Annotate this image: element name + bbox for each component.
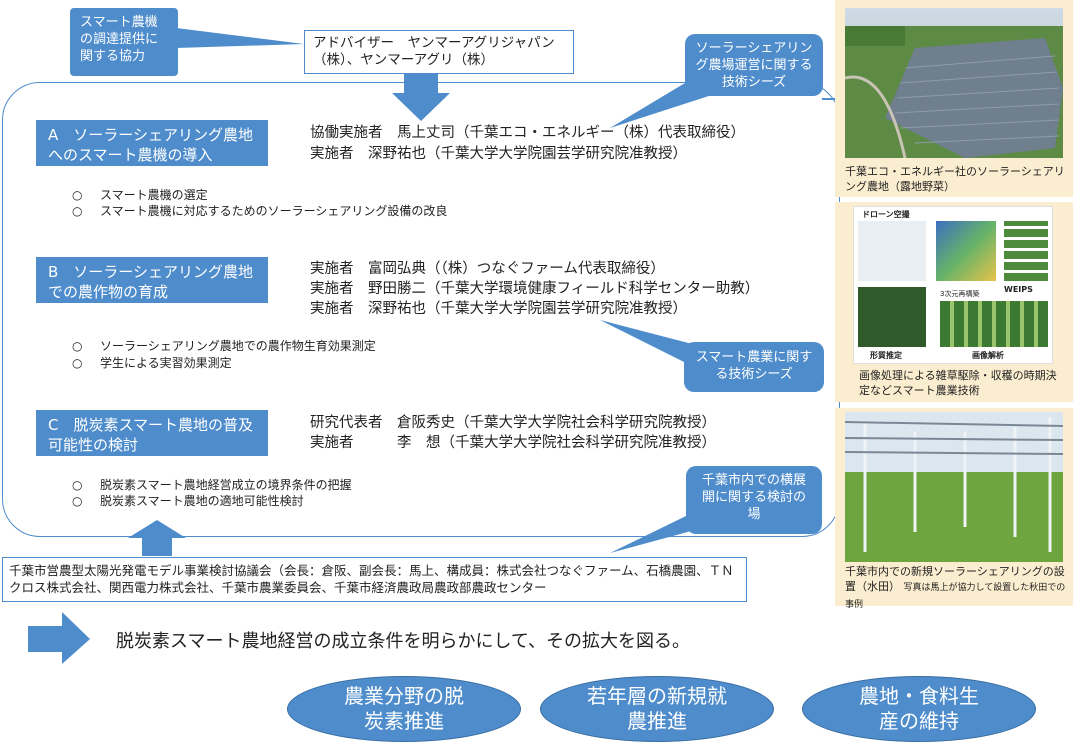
diagram-label-drone: ドローン空撮 [862, 210, 910, 219]
council-text: 千葉市営農型太陽光発電モデル事業検討協議会（会長：倉阪、副会長：馬上、構成員：株… [9, 563, 734, 595]
photo-1-caption: 千葉エコ・エネルギー社のソーラーシェアリング農地（露地野菜） [845, 165, 1065, 193]
smart-tech-diagram: ドローン空撮 3次元再構築 WEIPS 形質推定 画像解析 [853, 206, 1053, 364]
callout-expansion-text: 千葉市内での横展開に関する検討の場 [701, 473, 806, 522]
callout-expansion: 千葉市内での横展開に関する検討の場 [686, 466, 822, 534]
bullet-mark: ○ [72, 494, 83, 508]
advisor-box: アドバイザー ヤンマーアグリジャパン（株）、ヤンマーアグリ（株） [304, 30, 574, 74]
paddy-solar-photo [845, 412, 1063, 562]
bullet-mark: ○ [72, 478, 83, 492]
section-c-person-2: 実施者 李 想（千葉大学大学院社会科学研究院准教授） [310, 435, 716, 451]
solar-farm-aerial-photo [845, 8, 1063, 158]
council-up-arrow [128, 520, 186, 556]
callout-solar-tech-tail [610, 80, 715, 128]
section-a-person-1: 協働実施者 馬上丈司（千葉エコ・エネルギー（株）代表取締役） [310, 125, 745, 141]
diagram-drone-images [858, 221, 926, 281]
section-a-item-2: ○スマート農機に対応するためのソーラーシェアリング設備の改良 [72, 204, 448, 218]
conclusion-right-arrow [28, 612, 90, 664]
diagram-3d-images [936, 221, 996, 281]
section-b-person-3: 実施者 深野祐也（千葉大学大学院園芸学研究院准教授） [310, 301, 687, 317]
bullet-mark: ○ [72, 188, 83, 202]
section-a-title: A ソーラーシェアリング農地へのスマート農機の導入 [36, 120, 268, 166]
advisor-down-arrow [392, 73, 450, 121]
photo-panel-3: 千葉市内での新規ソーラーシェアリングの設置（水田） 写真は馬上が協力して設置した… [835, 408, 1073, 610]
section-c-item-2: ○脱炭素スマート農地の適地可能性検討 [72, 494, 304, 508]
goal-oval-2: 若年層の新規就農推進 [540, 676, 774, 742]
callout-procure-text: スマート農機の調達提供に関する協力 [80, 15, 159, 64]
section-c-person-1: 研究代表者 倉阪秀史（千葉大学大学院社会科学研究院教授） [310, 415, 716, 431]
bullet-mark: ○ [72, 356, 83, 370]
photo-panel-1: 千葉エコ・エネルギー社のソーラーシェアリング農地（露地野菜） [835, 0, 1073, 197]
section-a-item-1: ○スマート農機の選定 [72, 188, 208, 202]
council-box: 千葉市営農型太陽光発電モデル事業検討協議会（会長：倉阪、副会長：馬上、構成員：株… [2, 557, 747, 602]
diagram-label-weips: WEIPS [1004, 285, 1033, 294]
goal-oval-3: 農地・食料生産の維持 [802, 676, 1036, 742]
diagram-label-analysis: 画像解析 [972, 351, 1004, 360]
diagram-grid-images [1004, 221, 1048, 281]
section-a-person-2: 実施者 深野祐也（千葉大学大学院園芸学研究院准教授） [310, 146, 687, 162]
conclusion-text: 脱炭素スマート農地経営の成立条件を明らかにして、その拡大を図る。 [116, 631, 691, 652]
section-b-item-2: ○学生による実習効果測定 [72, 356, 232, 370]
diagram-analysis-images [940, 301, 1048, 347]
callout-procure-tail [176, 28, 304, 48]
callout-solar-tech: ソーラーシェアリング農場運営に関する技術シーズ [685, 34, 823, 96]
callout-solar-tech-text: ソーラーシェアリング農場運営に関する技術シーズ [695, 41, 813, 90]
photo-3-caption: 千葉市内での新規ソーラーシェアリングの設置（水田） 写真は馬上が協力して設置した… [845, 564, 1067, 613]
diagram-label-3d: 3次元再構築 [940, 290, 980, 298]
advisor-text: アドバイザー ヤンマーアグリジャパン（株）、ヤンマーアグリ（株） [313, 35, 555, 68]
callout-procure: スマート農機の調達提供に関する協力 [70, 8, 178, 76]
section-b-title: B ソーラーシェアリング農地での農作物の育成 [36, 257, 268, 303]
section-b-person-1: 実施者 富岡弘典（（株）つなぐファーム代表取締役） [310, 261, 665, 277]
section-b-person-2: 実施者 野田勝二（千葉大学環境健康フィールド科学センター助教） [310, 281, 760, 297]
diagram-trait-images [858, 287, 926, 347]
section-c-title: C 脱炭素スマート農地の普及可能性の検討 [36, 410, 268, 456]
photo-3-caption-small: 写真は馬上が協力して設置した秋田での事例 [845, 583, 1066, 610]
photo-3-caption-main: 千葉市内での新規ソーラーシェアリングの設置（水田） [845, 565, 1065, 593]
callout-expansion-tail [610, 515, 706, 553]
callout-smart-tech: スマート農業に関する技術シーズ [684, 342, 824, 392]
diagram-label-trait: 形質推定 [870, 351, 902, 360]
bullet-mark: ○ [72, 204, 83, 218]
photo-panel-2: ドローン空撮 3次元再構築 WEIPS 形質推定 画像解析 画像処理による雑草駆… [835, 202, 1073, 402]
section-b-item-1: ○ソーラーシェアリング農地での農作物生育効果測定 [72, 339, 376, 353]
callout-smart-tech-text: スマート農業に関する技術シーズ [695, 350, 813, 382]
goal-oval-1: 農業分野の脱炭素推進 [287, 676, 521, 742]
callout-smart-tech-tail [600, 320, 700, 366]
bullet-mark: ○ [72, 339, 83, 353]
photo-2-caption: 画像処理による雑草駆除・収穫の時期決定などスマート農業技術 [859, 369, 1057, 397]
section-c-item-1: ○脱炭素スマート農地経営成立の境界条件の把握 [72, 478, 352, 492]
